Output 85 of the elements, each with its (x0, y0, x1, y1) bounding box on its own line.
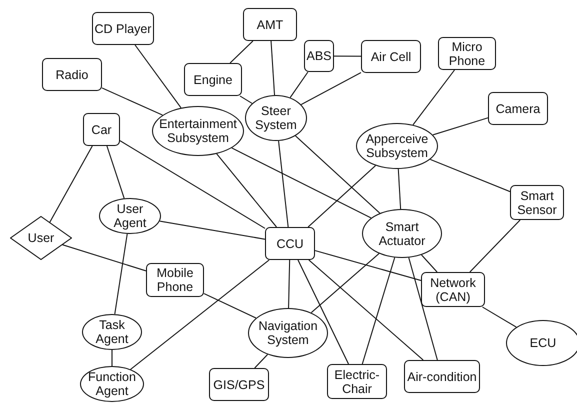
rounded-box (488, 92, 548, 125)
connector-line (308, 165, 376, 228)
node-label: Function Agent (87, 370, 137, 398)
rounded-box (265, 227, 315, 260)
node-label: Air-condition (407, 370, 477, 384)
connector-line (298, 260, 349, 364)
connector-line (216, 153, 277, 228)
node-label: User Agent (112, 202, 148, 230)
ellipse-node (152, 106, 244, 156)
connector-line (408, 257, 438, 360)
connector-line (230, 40, 254, 64)
node-label: ECU (530, 336, 556, 350)
node-label: Electric-Chair (333, 368, 381, 396)
node-label: Car (91, 122, 112, 136)
node-label: ABS (306, 49, 332, 63)
connector-line (420, 254, 438, 272)
rounded-box (421, 272, 485, 307)
node-label: Camera (496, 102, 540, 116)
node-label: Network (CAN) (429, 276, 477, 304)
node-label: GIS/GPS (213, 378, 265, 392)
ellipse-node (245, 95, 307, 141)
ellipse-node (356, 123, 438, 169)
node-label: Entertainment Subsystem (158, 117, 238, 145)
node-label: CD Player (94, 22, 152, 36)
node-label: Task Agent (94, 318, 130, 346)
rounded-box (243, 8, 297, 41)
connector-line (334, 56, 362, 57)
connector-line (314, 250, 422, 281)
node-label: CCU (276, 236, 304, 250)
rounded-box (438, 37, 496, 70)
connector-line (270, 40, 276, 96)
connector-line (412, 70, 456, 126)
node-label: Micro Phone (448, 40, 486, 68)
connector-line (159, 220, 266, 240)
ellipse-node (506, 320, 577, 366)
decision-diamond (10, 216, 72, 260)
ellipse-node (362, 209, 442, 258)
connector-line (240, 96, 253, 104)
rounded-box (92, 12, 154, 45)
rounded-box (83, 113, 120, 146)
connector-line (49, 146, 93, 223)
node-label: AMT (256, 18, 284, 32)
connector-line (102, 87, 164, 116)
node-label: Smart Sensor (516, 188, 558, 216)
node-label: Radio (56, 68, 88, 82)
connector-line (130, 260, 270, 370)
connector-line (482, 306, 517, 328)
rounded-box (404, 360, 480, 393)
connector-line (469, 220, 521, 272)
rounded-box (42, 58, 102, 91)
ellipse-node (248, 308, 328, 358)
node-label: Air Cell (370, 50, 412, 64)
connector-line (231, 147, 372, 218)
connector-line (362, 257, 396, 364)
node-label: Smart Actuator (378, 220, 426, 248)
connector-line (288, 260, 290, 308)
connector-line (290, 72, 308, 98)
rounded-box (510, 185, 564, 220)
connector-line (430, 158, 510, 192)
connector-line (308, 260, 424, 360)
node-label: User (28, 231, 54, 245)
node-label: Steer System (254, 104, 298, 132)
connector-line (254, 354, 268, 368)
connector-line (134, 44, 182, 108)
connector-line (114, 233, 128, 315)
connector-line (278, 140, 289, 228)
connector-line (295, 135, 380, 214)
connector-line (62, 244, 146, 272)
rounded-box (146, 263, 204, 297)
rounded-box (209, 368, 269, 401)
node-label: Engine (194, 72, 232, 86)
rounded-box (361, 40, 421, 73)
connector-line (106, 146, 125, 199)
connector-line (310, 253, 380, 314)
connector-line (432, 117, 488, 136)
rounded-box (304, 40, 334, 72)
rounded-box (327, 364, 387, 399)
node-label: Navigation System (257, 319, 319, 347)
node-label: Apperceive Subsystem (364, 132, 430, 160)
connector-line (204, 293, 256, 318)
connector-line (300, 72, 362, 106)
connector-line (120, 140, 266, 229)
connector-line (398, 168, 402, 210)
node-label: Mobile Phone (156, 266, 194, 294)
rounded-box (184, 63, 242, 96)
